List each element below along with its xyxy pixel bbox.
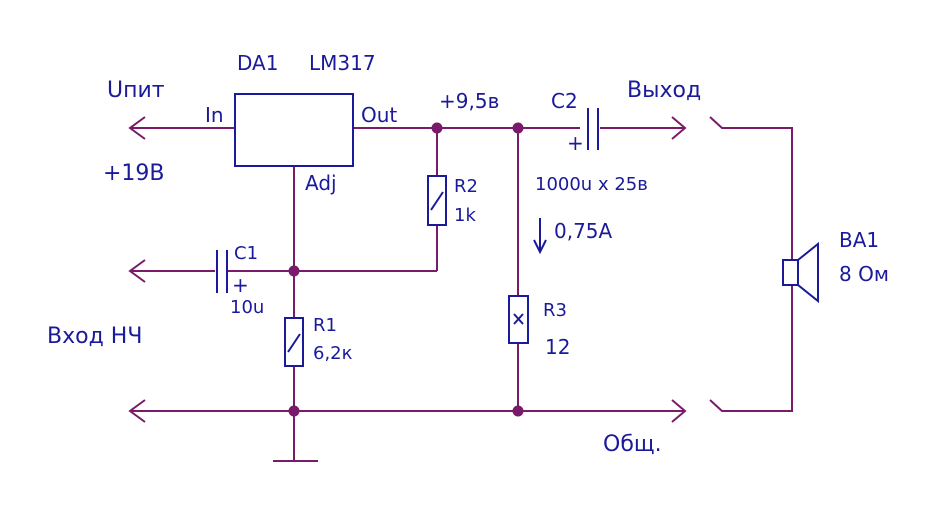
input-label: Вход НЧ <box>47 324 142 349</box>
c2-value-label: 1000u x 25в <box>535 174 648 195</box>
junction-dot <box>431 122 443 134</box>
ground-label: Общ. <box>603 432 662 457</box>
regulator-body <box>234 93 354 167</box>
current-label: 0,75А <box>554 219 613 243</box>
r1-body <box>284 317 304 367</box>
r2-ref-label: R2 <box>454 176 478 197</box>
c1-ref-label: C1 <box>234 243 258 264</box>
current-arrow-head <box>533 239 547 255</box>
resistor-r3 <box>508 295 529 344</box>
c1-plus-label: + <box>232 273 249 297</box>
supply-arrow <box>128 116 146 140</box>
capacitor-c1 <box>216 250 228 293</box>
speaker-icon <box>782 241 819 304</box>
input-arrow <box>128 259 146 283</box>
c2-plus-label: + <box>567 131 584 155</box>
speaker-top-wire <box>709 116 793 260</box>
regulator-ref-label: DA1 <box>237 51 278 75</box>
labels: Uпит +19В DA1 LM317 In Out Adj +9,5в C2 … <box>47 51 889 457</box>
speaker-magnet <box>782 259 799 286</box>
junctions <box>288 122 524 417</box>
resistor-r2 <box>427 175 447 226</box>
c2-ref-label: C2 <box>551 89 578 113</box>
r2-slash <box>430 191 444 211</box>
pin-out-label: Out <box>361 103 397 127</box>
speaker-value-label: 8 Ом <box>839 262 889 286</box>
speaker-bottom-wire <box>709 285 793 412</box>
r2-value-label: 1k <box>454 205 476 226</box>
ground-right-arrow <box>671 399 687 423</box>
r3-body <box>508 295 529 344</box>
wires <box>128 116 793 462</box>
output-arrow <box>671 116 687 140</box>
r1-slash <box>287 333 301 353</box>
pin-in-label: In <box>205 103 224 127</box>
pin-adj-label: Adj <box>305 171 337 195</box>
speaker-cone <box>797 241 819 304</box>
r3-cross-b <box>513 313 524 325</box>
junction-dot <box>288 405 300 417</box>
r2-body <box>427 175 447 226</box>
junction-dot <box>288 265 300 277</box>
r3-value-label: 12 <box>545 335 570 359</box>
regulator-model-label: LM317 <box>309 51 376 75</box>
ground-left-arrow <box>128 399 146 423</box>
r1-ref-label: R1 <box>313 315 337 336</box>
capacitor-c2 <box>587 108 599 150</box>
supply-name-label: Uпит <box>107 78 165 103</box>
junction-dot <box>512 405 524 417</box>
r1-value-label: 6,2к <box>313 343 353 364</box>
supply-voltage-label: +19В <box>103 161 165 186</box>
r3-ref-label: R3 <box>543 300 567 321</box>
output-label: Выход <box>627 78 701 103</box>
speaker-ref-label: BA1 <box>839 228 879 252</box>
current-arrow-icon <box>533 218 547 255</box>
junction-dot <box>512 122 524 134</box>
resistor-r1 <box>284 317 304 367</box>
output-voltage-label: +9,5в <box>439 89 499 113</box>
c1-value-label: 10u <box>230 297 264 318</box>
